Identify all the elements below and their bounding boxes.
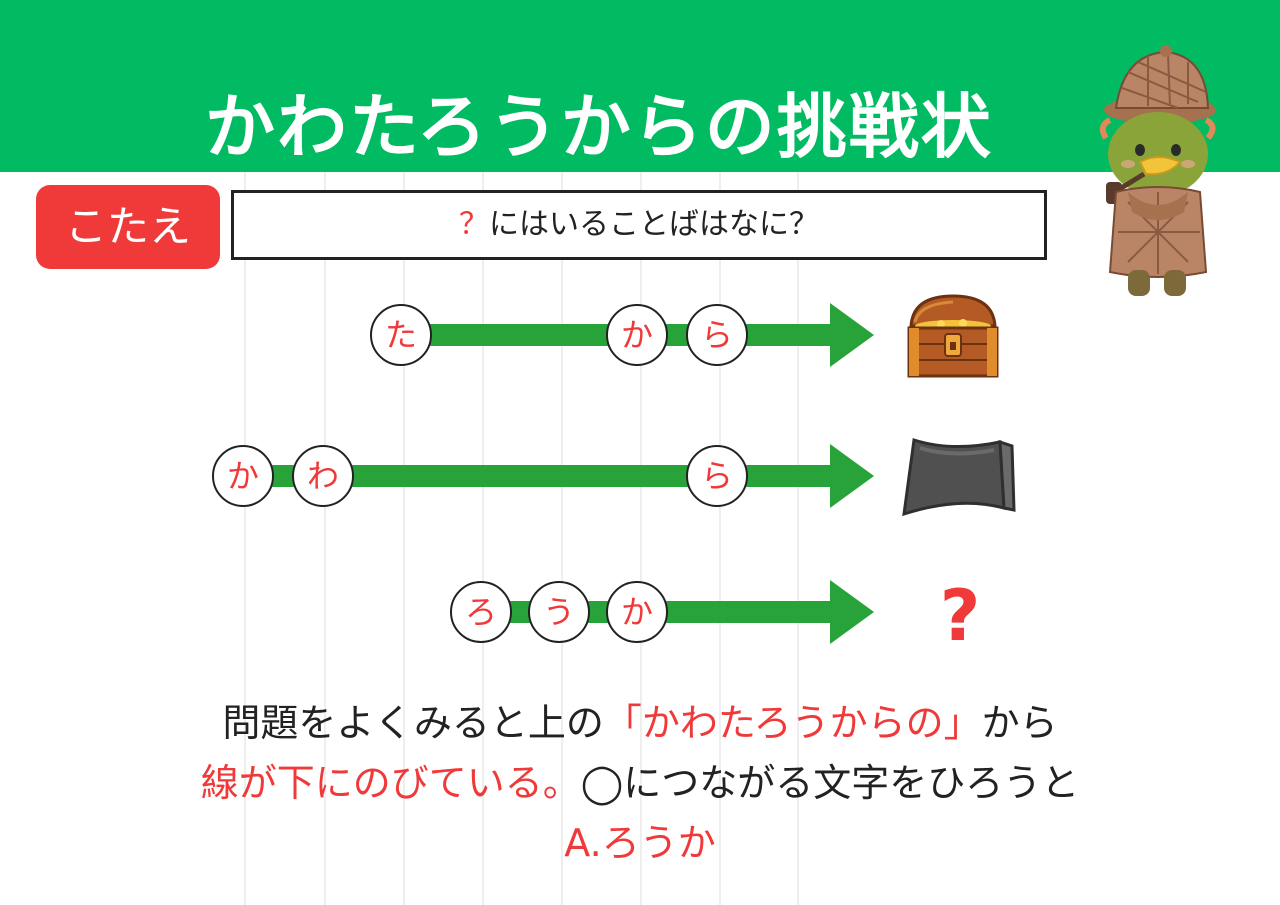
char-bubble: た [370, 304, 432, 366]
kappa-detective-mascot [1099, 45, 1216, 296]
answer-text: A.ろうか [564, 821, 716, 865]
question-mark: ？ [459, 207, 489, 242]
explanation-highlight: 線が下にのびている。 [200, 761, 581, 805]
explanation-text: から [981, 701, 1058, 745]
guide-line [482, 172, 484, 905]
char-bubble: ら [686, 445, 748, 507]
char-bubble: わ [292, 445, 354, 507]
guide-line [244, 172, 246, 905]
guide-line [561, 172, 563, 905]
question-text: にはいることばはなに？ [489, 207, 819, 242]
explanation-highlight: 「かわたろうからの」 [603, 701, 982, 745]
question-box: ？にはいることばはなに？ [231, 190, 1047, 260]
arrow-head [830, 444, 874, 508]
guide-line [403, 172, 405, 905]
arrow-head [830, 303, 874, 367]
char-bubble: う [528, 581, 590, 643]
explanation-line-1: 問題をよくみると上の「かわたろうからの」から [0, 692, 1280, 747]
char-bubble: ら [686, 304, 748, 366]
char-bubble: か [212, 445, 274, 507]
char-bubble: か [606, 304, 668, 366]
treasure-chest-icon [907, 294, 999, 378]
guide-line [324, 172, 326, 905]
guide-line [797, 172, 799, 905]
roof-tile-icon [902, 438, 1016, 517]
explanation-text: ◯につながる文字をひろうと [580, 761, 1080, 805]
answer-badge: こたえ [36, 185, 220, 269]
char-bubble: ろ [450, 581, 512, 643]
char-bubble: か [606, 581, 668, 643]
header-banner [0, 0, 1280, 172]
explanation-line-2: 線が下にのびている。◯につながる文字をひろうと [0, 752, 1280, 807]
arrow-head [830, 580, 874, 644]
guide-line [640, 172, 642, 905]
guide-line [719, 172, 721, 905]
unknown-answer-mark: ? [939, 575, 981, 657]
explanation-text: 問題をよくみると上の [222, 701, 604, 745]
page-title: かわたろうからの挑戦状 [205, 86, 993, 168]
